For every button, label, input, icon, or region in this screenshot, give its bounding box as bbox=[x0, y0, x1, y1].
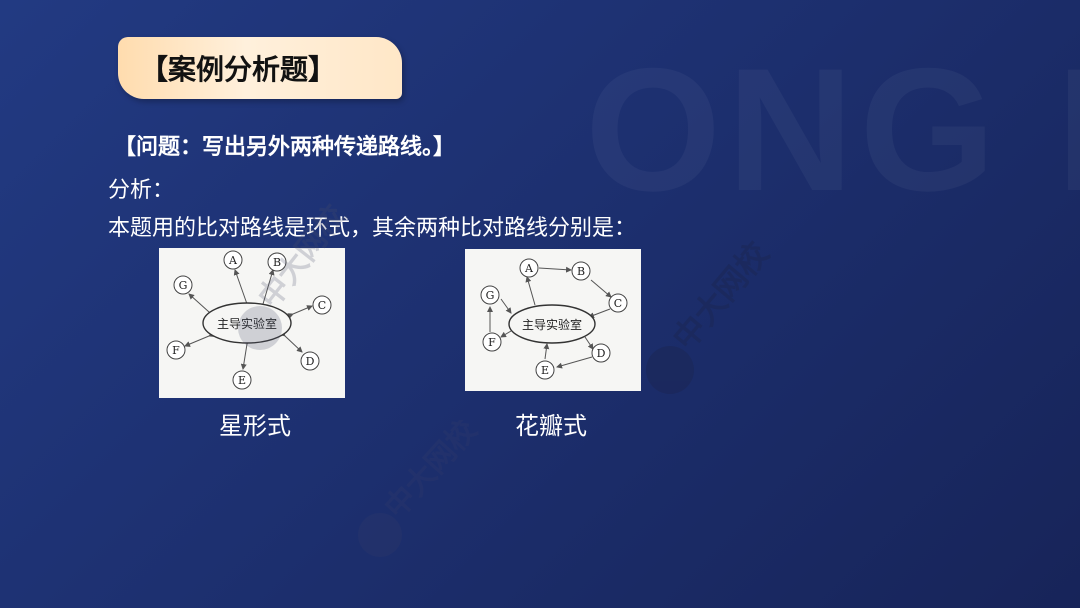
star-node-c-label: C bbox=[318, 299, 326, 312]
star-caption: 星形式 bbox=[219, 412, 291, 440]
petal-node-f-circle bbox=[482, 332, 502, 352]
star-node-g-circle bbox=[173, 275, 193, 295]
petal-node-c-circle bbox=[608, 293, 628, 313]
star-center-node bbox=[202, 302, 292, 344]
petal-node-g-label: G bbox=[486, 289, 495, 302]
petal-node-e-circle bbox=[535, 360, 555, 380]
star-diagram: 主导实验室 A B C D E F G bbox=[159, 248, 345, 398]
star-node-g-label: G bbox=[179, 279, 188, 292]
star-node-f-label: F bbox=[172, 344, 180, 357]
title-badge bbox=[118, 37, 402, 99]
slide-title: 【案例分析题】 bbox=[140, 53, 337, 86]
petal-diagram: 主导实验室 A B C D E F G bbox=[465, 249, 641, 391]
watermark-brand-text-3: 中大网校 bbox=[378, 420, 484, 525]
star-node-d-circle bbox=[300, 351, 320, 371]
star-node-e-circle bbox=[232, 370, 252, 390]
watermark-brand-text-2: 中大网校 bbox=[665, 235, 776, 357]
petal-link-g-lab bbox=[500, 298, 512, 314]
star-link-b bbox=[258, 269, 275, 310]
star-link-f bbox=[184, 331, 215, 347]
petal-node-b-label: B bbox=[577, 265, 585, 278]
background-watermark-letters: ONG DA bbox=[585, 30, 1080, 231]
question-heading: 【问题：写出另外两种传递路线。】 bbox=[114, 135, 456, 160]
petal-center-node bbox=[508, 304, 596, 344]
petal-node-f-label: F bbox=[488, 336, 496, 349]
petal-link-lab-a bbox=[525, 276, 536, 306]
petal-link-lab-d bbox=[584, 336, 594, 350]
petal-link-b-c bbox=[590, 279, 612, 298]
star-node-a-label: A bbox=[228, 254, 238, 267]
star-link-d bbox=[279, 330, 303, 353]
star-node-a-circle bbox=[223, 250, 243, 270]
petal-link-c-lab bbox=[588, 308, 611, 319]
petal-node-g-circle bbox=[480, 285, 500, 305]
star-center-label: 主导实验室 bbox=[217, 316, 277, 331]
petal-caption: 花瓣式 bbox=[515, 412, 587, 440]
petal-node-d-label: D bbox=[597, 347, 606, 360]
petal-node-d-circle bbox=[591, 343, 611, 363]
star-node-b-circle bbox=[267, 252, 287, 272]
petal-node-a-label: A bbox=[524, 262, 534, 275]
star-node-c-circle bbox=[312, 295, 332, 315]
petal-link-e-lab bbox=[543, 343, 550, 360]
analysis-text: 本题用的比对路线是环式，其余两种比对路线分别是： bbox=[108, 216, 637, 241]
star-link-a bbox=[233, 269, 252, 310]
star-node-f-circle bbox=[166, 340, 186, 360]
watermark-logo-3: 中大网校 bbox=[340, 413, 540, 600]
analysis-label: 分析： bbox=[108, 178, 175, 203]
petal-center-label: 主导实验室 bbox=[522, 317, 582, 332]
petal-node-c-label: C bbox=[614, 297, 622, 310]
star-node-b-label: B bbox=[273, 256, 281, 269]
petal-node-b-circle bbox=[571, 261, 591, 281]
star-link-e bbox=[240, 338, 251, 370]
petal-node-a-circle bbox=[519, 258, 539, 278]
watermark-logo-2: 中大网校 bbox=[630, 230, 830, 410]
star-node-d-label: D bbox=[306, 355, 315, 368]
star-node-e-label: E bbox=[238, 374, 246, 387]
petal-link-d-e bbox=[556, 356, 593, 369]
petal-link-lab-f bbox=[500, 330, 512, 338]
petal-node-e-label: E bbox=[541, 364, 549, 377]
petal-link-a-b bbox=[538, 266, 572, 273]
star-link-g bbox=[188, 293, 215, 318]
star-link-c bbox=[287, 305, 313, 319]
